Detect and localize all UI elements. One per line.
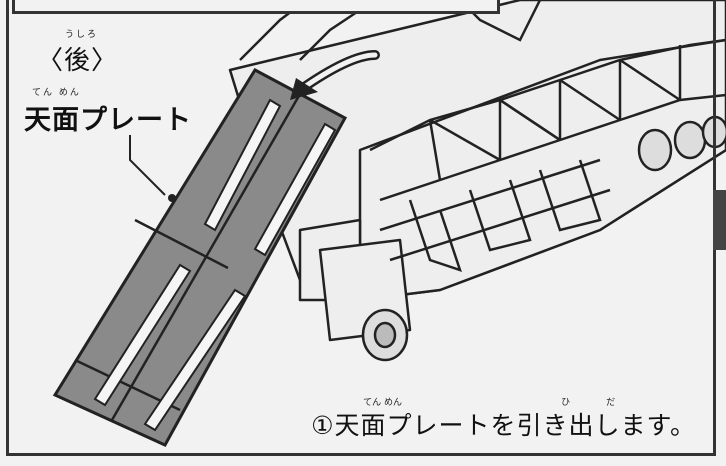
- page-edge-tab: [713, 190, 726, 250]
- truck-body: [228, 0, 726, 342]
- instruction-ruby-da: だ: [606, 398, 616, 408]
- top-plate-ruby: てん めん: [32, 88, 81, 98]
- top-plate-text: 天面プレート: [24, 105, 192, 136]
- instruction-ruby-row: てん めん ひ だ: [311, 395, 696, 408]
- top-plate-label: てん めん 天面プレート: [24, 88, 192, 137]
- pull-arrow: [290, 50, 380, 100]
- back-text: 〈後〉: [37, 46, 119, 76]
- back-label: うしろ 〈後〉: [37, 30, 118, 77]
- truck-wheels: [361, 115, 726, 362]
- top-callout-box: [12, 0, 500, 14]
- instruction-ruby-ten-men: てん めん: [363, 398, 402, 408]
- label-leader: [129, 135, 176, 202]
- instruction-text: ①天面プレートを引き出します。: [311, 411, 696, 440]
- instruction-step-1: てん めん ひ だ ①天面プレートを引き出します。: [311, 395, 696, 442]
- back-ruby: うしろ: [65, 30, 99, 40]
- instruction-ruby-hi: ひ: [561, 398, 571, 408]
- top-plate: [52, 68, 348, 447]
